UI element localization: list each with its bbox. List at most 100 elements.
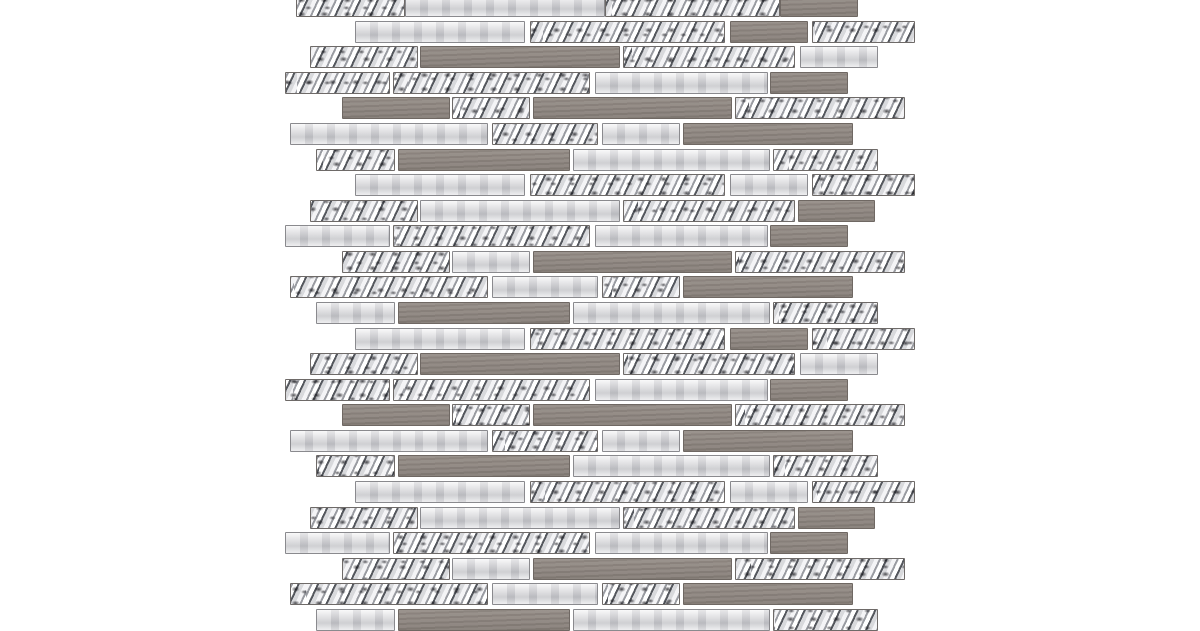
tex-tile — [290, 276, 488, 299]
frost-tile — [355, 20, 525, 43]
wood-tile — [798, 199, 875, 222]
wood-tile — [683, 276, 853, 299]
wood-tile — [730, 327, 808, 350]
frost-tile — [355, 481, 525, 503]
tex-tile — [310, 46, 418, 69]
frost-tile — [730, 174, 808, 197]
frost-tile — [595, 225, 768, 248]
frost-tile — [452, 557, 530, 580]
frost-tile — [730, 481, 808, 503]
frost-tile — [595, 378, 768, 401]
tex-tile — [773, 148, 878, 171]
wood-tile — [770, 71, 848, 94]
tex-tile — [605, 0, 780, 17]
tex-tile — [393, 225, 590, 248]
wood-tile — [398, 455, 570, 478]
tex-tile — [773, 608, 878, 631]
frost-tile — [285, 532, 390, 555]
tex-tile — [310, 199, 418, 222]
wood-tile — [533, 404, 732, 427]
frost-tile — [595, 71, 768, 94]
frost-tile — [800, 353, 878, 376]
wood-tile — [770, 225, 848, 248]
frost-tile — [492, 583, 598, 606]
wood-tile — [683, 122, 853, 145]
wood-tile — [683, 583, 853, 606]
frost-tile — [602, 429, 680, 452]
tex-tile — [773, 455, 878, 478]
tex-tile — [452, 97, 530, 120]
wood-tile — [533, 250, 732, 273]
frost-tile — [573, 302, 770, 324]
tex-tile — [812, 481, 915, 503]
frost-tile — [290, 122, 488, 145]
frost-tile — [573, 608, 770, 631]
wood-tile — [398, 608, 570, 631]
tex-tile — [393, 378, 590, 401]
wood-tile — [342, 404, 450, 427]
tex-tile — [773, 302, 878, 324]
wood-tile — [398, 148, 570, 171]
tex-tile — [735, 97, 905, 120]
tex-tile — [812, 327, 915, 350]
frost-tile — [290, 429, 488, 452]
tex-tile — [316, 148, 395, 171]
frost-tile — [316, 302, 395, 324]
frost-tile — [573, 148, 770, 171]
tex-tile — [316, 455, 395, 478]
tex-tile — [735, 557, 905, 580]
wood-tile — [398, 302, 570, 324]
tex-tile — [393, 71, 590, 94]
tex-tile — [602, 583, 680, 606]
frost-tile — [405, 0, 605, 17]
frost-tile — [800, 46, 878, 69]
frost-tile — [355, 174, 525, 197]
wood-tile — [420, 46, 620, 69]
tex-tile — [735, 250, 905, 273]
tex-tile — [623, 353, 795, 376]
frost-tile — [573, 455, 770, 478]
wood-tile — [420, 353, 620, 376]
tex-tile — [812, 174, 915, 197]
tex-tile — [285, 71, 390, 94]
frost-tile — [355, 327, 525, 350]
wood-tile — [533, 557, 732, 580]
frost-tile — [420, 199, 620, 222]
tex-tile — [530, 174, 725, 197]
tex-tile — [530, 481, 725, 503]
frost-tile — [492, 276, 598, 299]
wood-tile — [780, 0, 858, 17]
frost-tile — [602, 122, 680, 145]
tex-tile — [452, 404, 530, 427]
wood-tile — [798, 506, 875, 529]
tex-tile — [530, 20, 725, 43]
tex-tile — [290, 583, 488, 606]
tex-tile — [393, 532, 590, 555]
tex-tile — [812, 20, 915, 43]
frost-tile — [285, 225, 390, 248]
tex-tile — [296, 0, 405, 17]
tex-tile — [310, 506, 418, 529]
wood-tile — [342, 97, 450, 120]
tex-tile — [530, 327, 725, 350]
wood-tile — [770, 378, 848, 401]
tex-tile — [735, 404, 905, 427]
tex-tile — [623, 46, 795, 69]
wood-tile — [770, 532, 848, 555]
tex-tile — [492, 122, 598, 145]
tex-tile — [342, 557, 450, 580]
frost-tile — [420, 506, 620, 529]
wood-tile — [533, 97, 732, 120]
frost-tile — [595, 532, 768, 555]
tex-tile — [623, 199, 795, 222]
frost-tile — [316, 608, 395, 631]
wood-tile — [683, 429, 853, 452]
tex-tile — [602, 276, 680, 299]
tex-tile — [310, 353, 418, 376]
tex-tile — [492, 429, 598, 452]
tex-tile — [285, 378, 390, 401]
tex-tile — [342, 250, 450, 273]
tex-tile — [623, 506, 795, 529]
frost-tile — [452, 250, 530, 273]
